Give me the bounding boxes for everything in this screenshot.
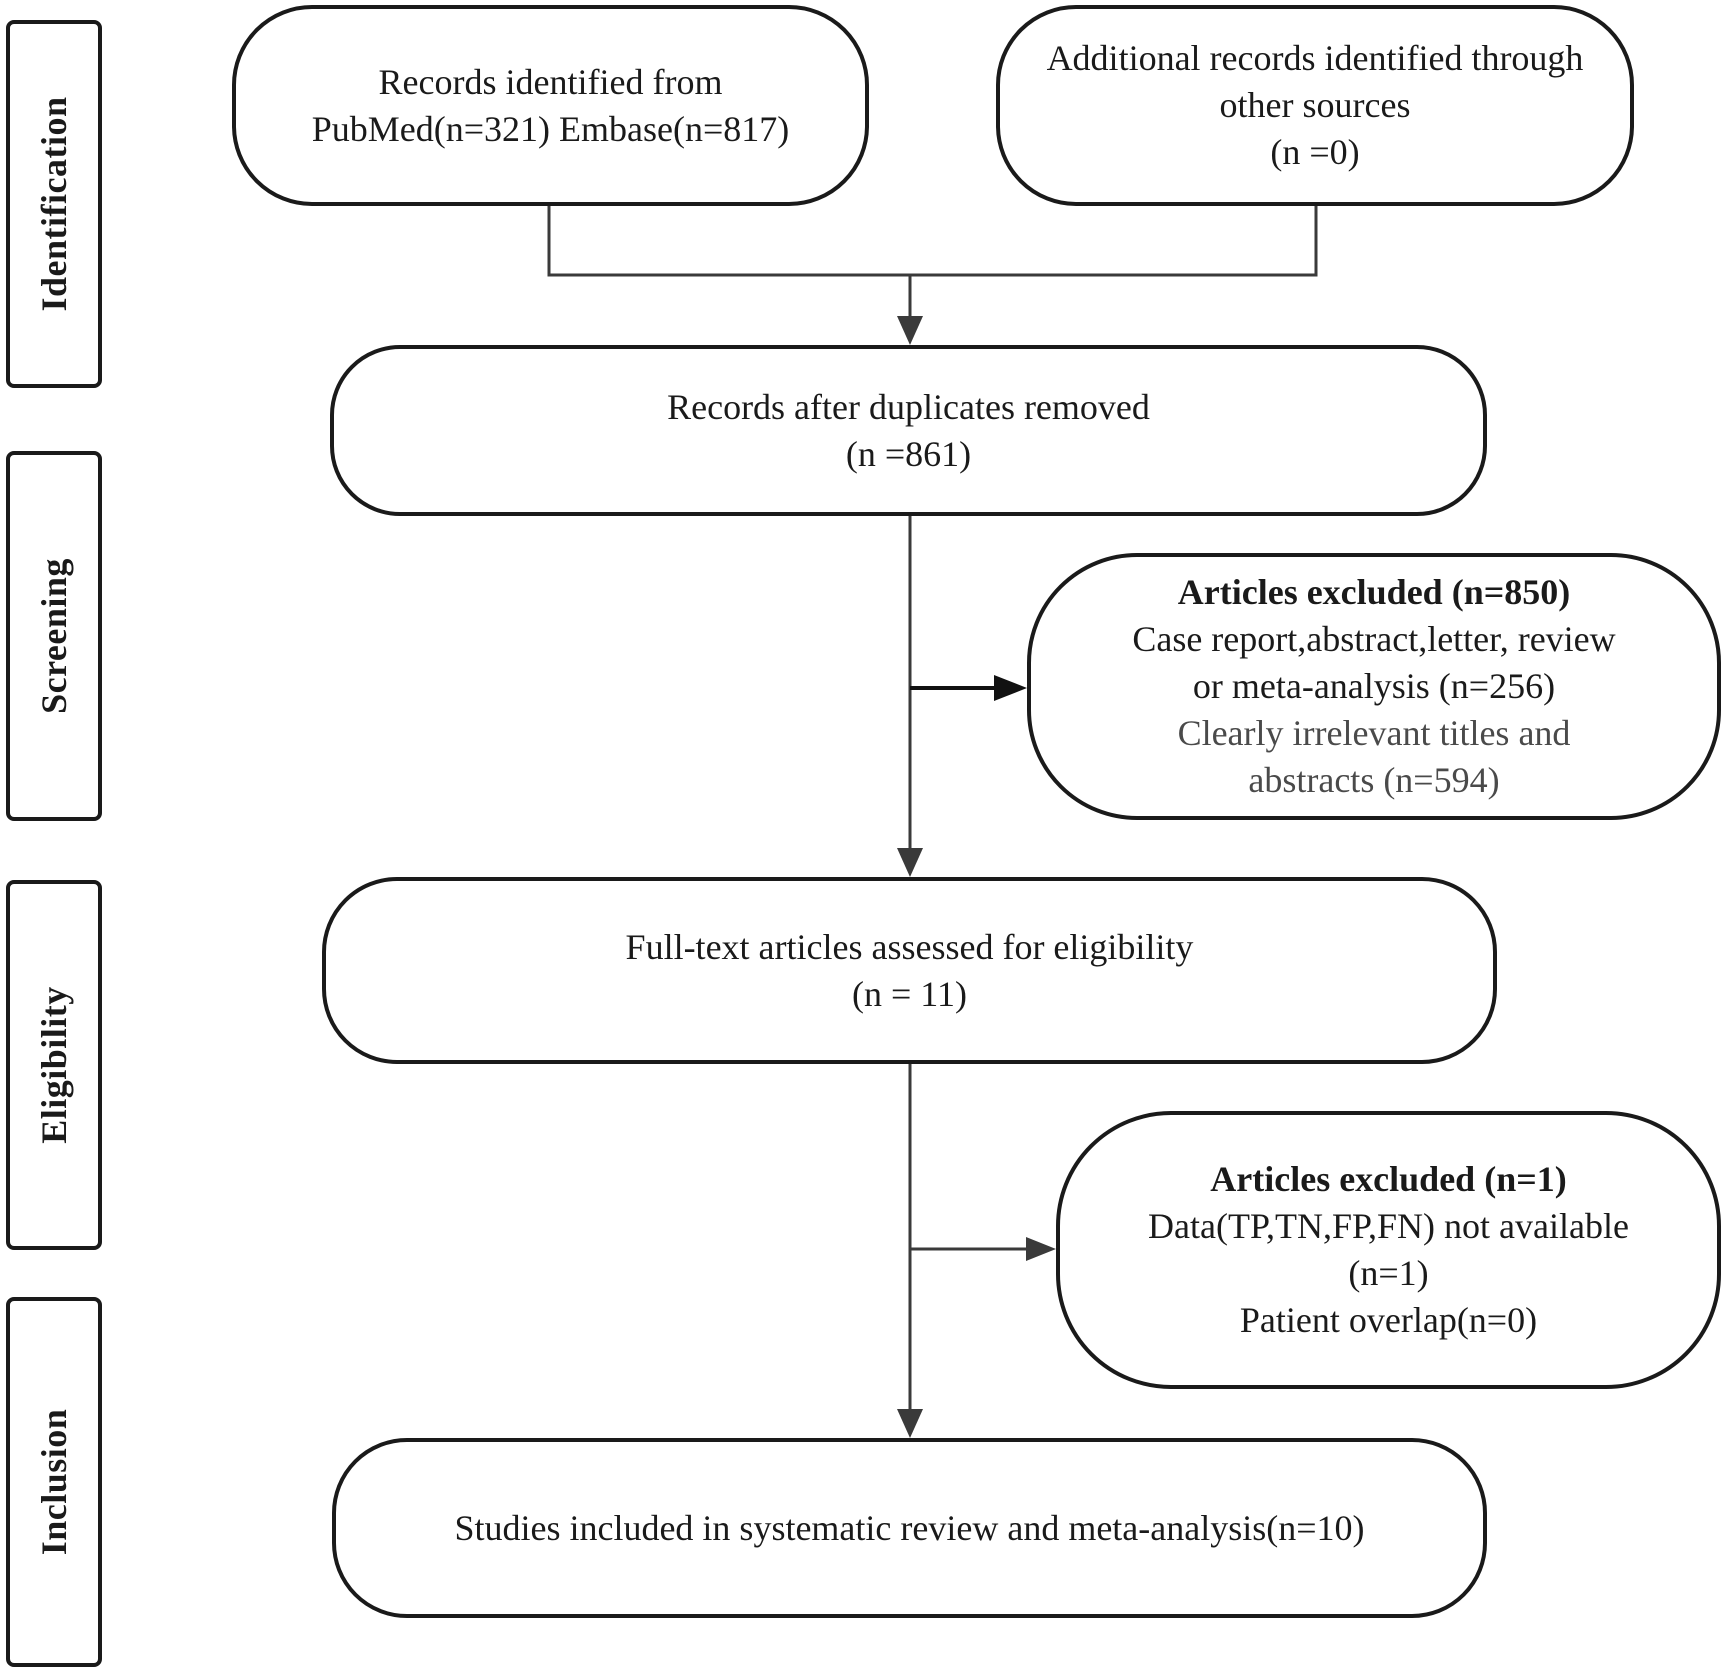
phase-label: Identification	[34, 96, 74, 312]
box-records-identified: Records identified from PubMed(n=321) Em…	[232, 5, 869, 206]
box-text: abstracts (n=594)	[1248, 760, 1500, 800]
box-title: Articles excluded (n=1)	[1210, 1159, 1567, 1199]
box-after-duplicates: Records after duplicates removed (n =861…	[330, 345, 1487, 516]
phase-label: Eligibility	[34, 986, 74, 1144]
box-text: Patient overlap(n=0)	[1239, 1300, 1538, 1340]
arrow-to-full-text	[897, 516, 923, 877]
box-text: other sources	[1219, 85, 1411, 125]
box-eligibility-excluded: Articles excluded (n=1) Data(TP,TN,FP,FN…	[1056, 1111, 1721, 1389]
box-text: Records identified from	[378, 61, 723, 102]
box-text: Full-text articles assessed for eligibil…	[625, 926, 1194, 967]
phase-identification: Identification	[6, 20, 102, 388]
box-text: (n = 11)	[852, 973, 967, 1014]
arrow-to-duplicates	[897, 275, 923, 345]
box-title: Articles excluded (n=850)	[1177, 572, 1571, 612]
arrow-to-screening-exclusion	[910, 675, 1027, 701]
box-text: Clearly irrelevant titles and	[1177, 713, 1571, 753]
merge-connector	[547, 206, 1318, 277]
box-text: PubMed(n=321) Embase(n=817)	[311, 108, 790, 149]
box-text: Data(TP,TN,FP,FN) not available	[1148, 1206, 1629, 1246]
box-text: (n=1)	[1348, 1253, 1429, 1293]
box-text: Case report,abstract,letter, review	[1132, 619, 1616, 659]
box-studies-included: Studies included in systematic review an…	[332, 1438, 1487, 1618]
phase-eligibility: Eligibility	[6, 880, 102, 1250]
box-text: (n =0)	[1270, 132, 1360, 172]
box-additional-records: Additional records identified through ot…	[996, 5, 1634, 206]
box-text: (n =861)	[845, 433, 972, 474]
box-text: Studies included in systematic review an…	[454, 1507, 1365, 1548]
arrow-to-eligibility-exclusion	[910, 1237, 1056, 1261]
phase-label: Inclusion	[34, 1408, 74, 1556]
arrow-to-included	[897, 1064, 923, 1438]
phase-screening: Screening	[6, 451, 102, 821]
phase-label: Screening	[34, 558, 74, 714]
box-text: Additional records identified through	[1046, 38, 1584, 78]
box-screening-excluded: Articles excluded (n=850) Case report,ab…	[1027, 553, 1721, 820]
box-text: Records after duplicates removed	[667, 386, 1150, 427]
phase-inclusion: Inclusion	[6, 1297, 102, 1667]
box-text: or meta-analysis (n=256)	[1192, 666, 1556, 706]
box-full-text: Full-text articles assessed for eligibil…	[322, 877, 1497, 1064]
